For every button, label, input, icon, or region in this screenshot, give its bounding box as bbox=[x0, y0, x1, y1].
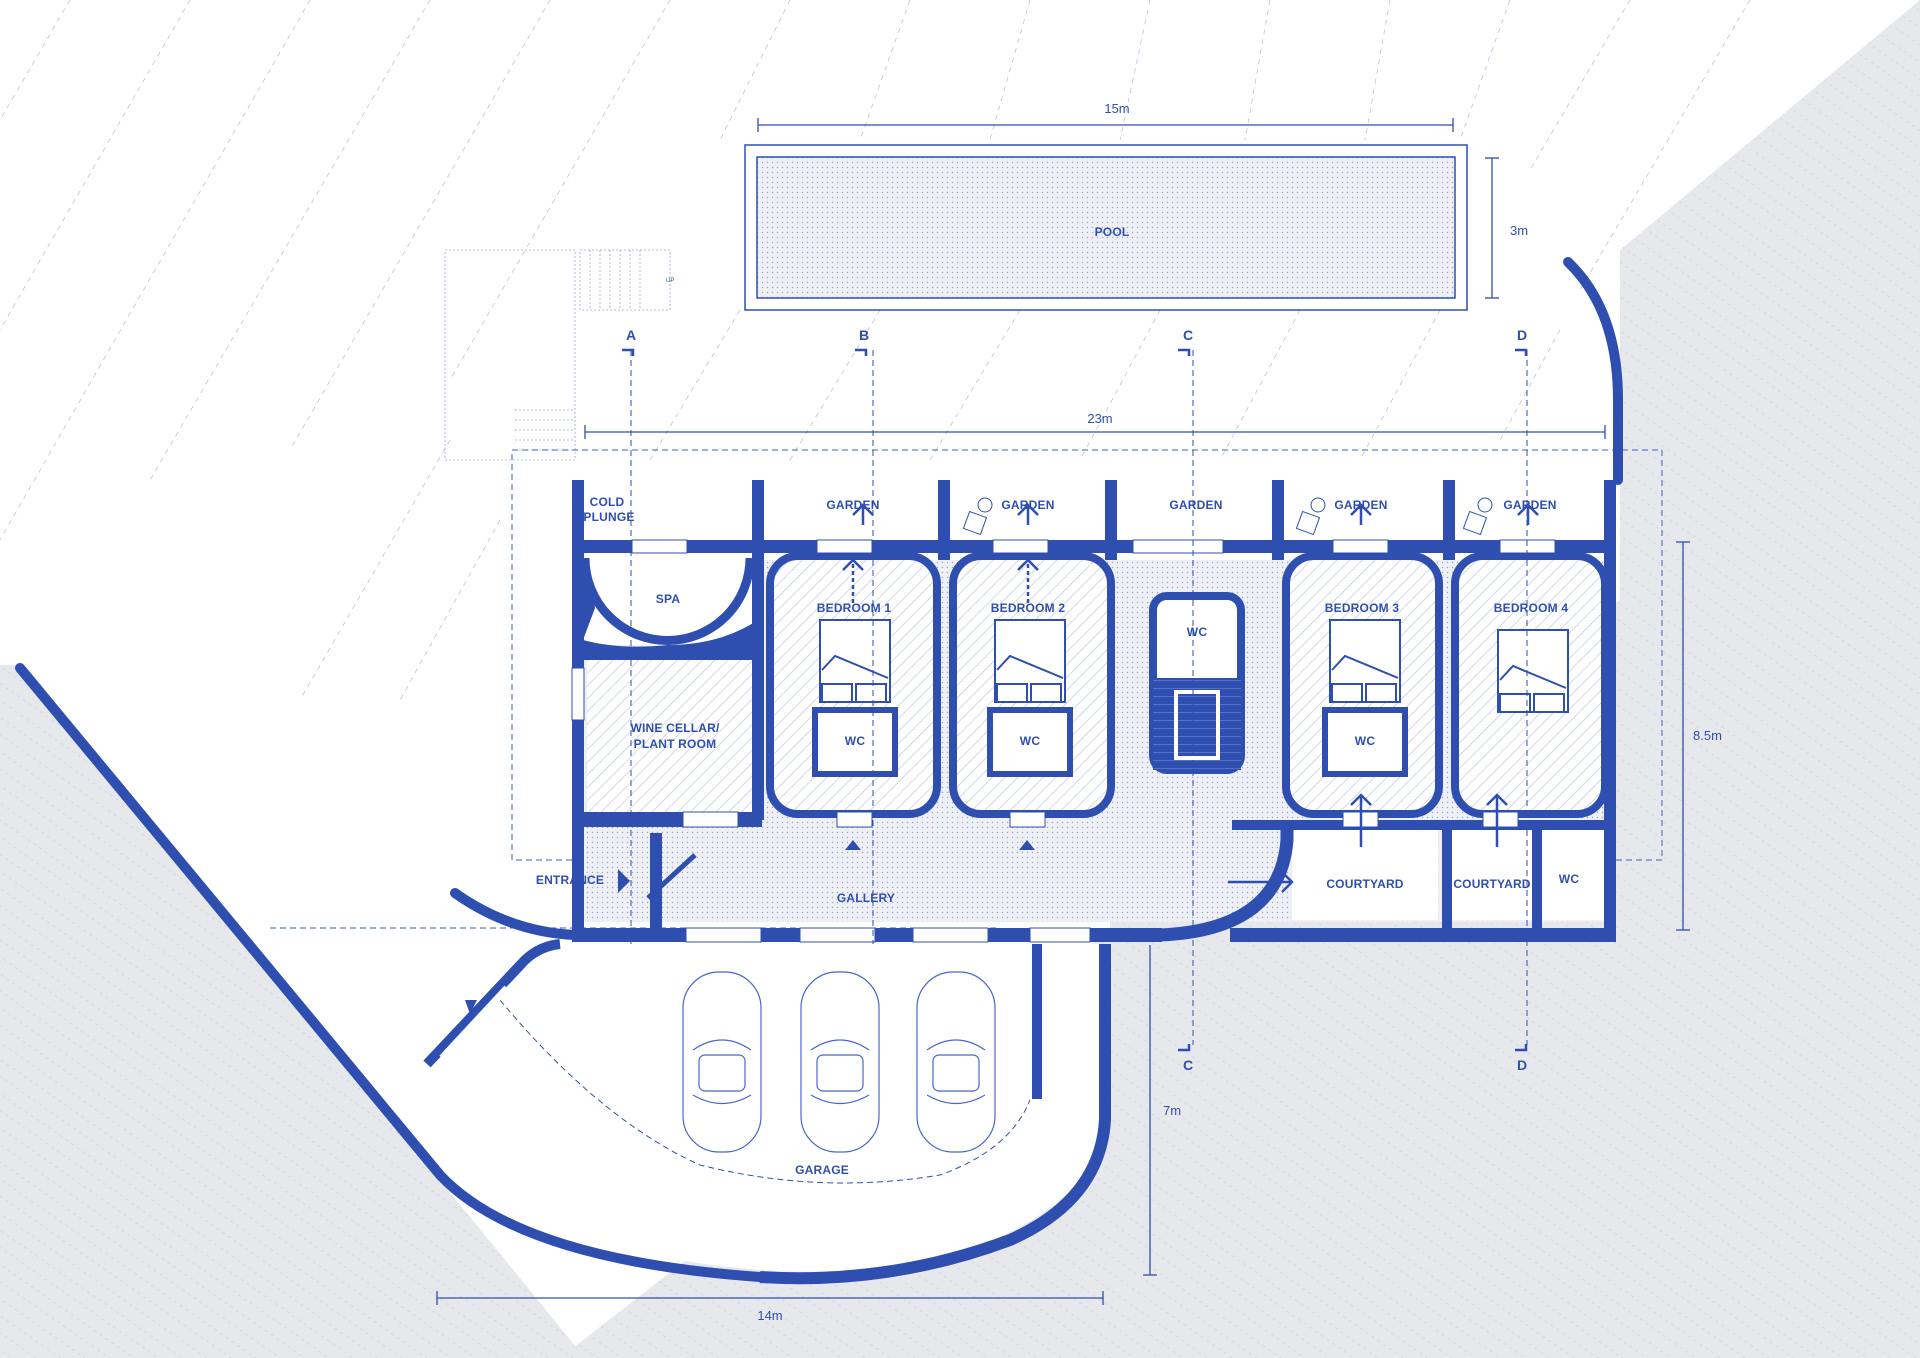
courtyard-1 bbox=[1292, 830, 1438, 920]
section-c-top: C bbox=[1183, 327, 1193, 343]
garage-floor bbox=[430, 944, 1108, 1272]
section-d-bottom: D bbox=[1517, 1057, 1527, 1073]
spa-lower bbox=[583, 620, 758, 652]
spa-basin bbox=[580, 557, 755, 645]
wc-box-2 bbox=[987, 707, 1073, 777]
ground-right bbox=[560, 0, 1920, 1358]
car-2 bbox=[800, 971, 880, 1153]
garage-front-wall bbox=[423, 939, 561, 1068]
garden-planters bbox=[962, 497, 1493, 536]
garden-label-2: GARDEN bbox=[1001, 498, 1054, 512]
entrance-label: ENTRANCE bbox=[536, 873, 604, 887]
pool: POOL bbox=[744, 144, 1468, 311]
site-hatching bbox=[0, 0, 1751, 701]
pool-label: POOL bbox=[1095, 225, 1130, 239]
beds bbox=[819, 619, 1569, 713]
wc-label-central: WC bbox=[1187, 625, 1208, 639]
spa-label: SPA bbox=[656, 592, 681, 606]
wc-label-3: WC bbox=[1355, 734, 1376, 748]
house-length-dimension: 23m bbox=[1087, 411, 1112, 426]
stair-up-label: UP bbox=[666, 278, 674, 284]
ground-left bbox=[0, 665, 585, 1358]
garage-drive-line bbox=[499, 999, 1031, 1184]
spa-corner-left bbox=[583, 558, 595, 640]
garden-label-1: GARDEN bbox=[826, 498, 879, 512]
section-lines bbox=[630, 350, 1528, 1045]
bedroom-1-label: BEDROOM 1 bbox=[817, 601, 892, 615]
wc-courtyard bbox=[1542, 830, 1605, 920]
wine-cellar-label-1: WINE CELLAR/ bbox=[630, 721, 720, 735]
room-labels: COLD PLUNGE GARDEN GARDEN GARDEN GARDEN … bbox=[536, 495, 1579, 1177]
spa bbox=[583, 555, 758, 645]
wc-label-1: WC bbox=[845, 734, 866, 748]
section-a-top: A bbox=[626, 327, 636, 343]
central-core bbox=[1149, 592, 1245, 774]
wine-cellar bbox=[587, 660, 752, 812]
garage-wall-left bbox=[15, 663, 765, 1282]
garage-side-door bbox=[439, 985, 510, 1061]
section-d-top: D bbox=[1517, 327, 1527, 343]
garden-label-4: GARDEN bbox=[1334, 498, 1387, 512]
cold-plunge-label-2: PLUNGE bbox=[583, 510, 634, 524]
car-1 bbox=[682, 971, 762, 1153]
section-b-top: B bbox=[859, 327, 869, 343]
bedroom-2-label: BEDROOM 2 bbox=[991, 601, 1066, 615]
car-3 bbox=[916, 971, 996, 1153]
openings bbox=[571, 539, 1556, 943]
garden-label-3: GARDEN bbox=[1169, 498, 1222, 512]
garage-label: GARAGE bbox=[795, 1163, 849, 1177]
pool-water bbox=[756, 156, 1456, 299]
stair-dn-label: DN bbox=[1212, 770, 1221, 776]
courtyard-2 bbox=[1452, 830, 1537, 920]
pool-length-dimension: 15m bbox=[1104, 101, 1129, 116]
wc-label-2: WC bbox=[1020, 734, 1041, 748]
gallery-label: GALLERY bbox=[837, 891, 895, 905]
cold-plunge-label-1: COLD bbox=[590, 495, 625, 509]
house-depth-dimension: 8.5m bbox=[1693, 728, 1722, 743]
entrance-jamb bbox=[650, 833, 662, 928]
outer-curve-wall bbox=[1563, 257, 1623, 485]
garage-depth-dimension: 7m bbox=[1163, 1103, 1181, 1118]
dimension-lines bbox=[436, 118, 1690, 1305]
garage-pillar bbox=[1032, 944, 1042, 1099]
section-c-bottom: C bbox=[1183, 1057, 1193, 1073]
bedroom-4-label: BEDROOM 4 bbox=[1494, 601, 1569, 615]
ensuite-wcs bbox=[812, 707, 1408, 777]
outdoor-stair bbox=[444, 249, 671, 461]
garage bbox=[15, 663, 1111, 1285]
wc-box-3 bbox=[1322, 707, 1408, 777]
bedroom-3-label: BEDROOM 3 bbox=[1325, 601, 1400, 615]
wc-label-courtyard: WC bbox=[1559, 872, 1580, 886]
wc-box-1 bbox=[812, 707, 898, 777]
courtyard-label-2: COURTYARD bbox=[1453, 877, 1530, 891]
gallery-curve-wall bbox=[1159, 820, 1294, 942]
pool-width-dimension: 3m bbox=[1510, 223, 1528, 238]
wine-cellar-label-2: PLANT ROOM bbox=[634, 737, 717, 751]
garage-width-dimension: 14m bbox=[757, 1308, 782, 1323]
arrows bbox=[842, 503, 1539, 893]
garden-label-5: GARDEN bbox=[1503, 498, 1556, 512]
courtyard-label-1: COURTYARD bbox=[1326, 877, 1403, 891]
cars bbox=[682, 971, 996, 1153]
garage-wall-right bbox=[759, 944, 1111, 1285]
entrance-canopy bbox=[450, 888, 580, 940]
